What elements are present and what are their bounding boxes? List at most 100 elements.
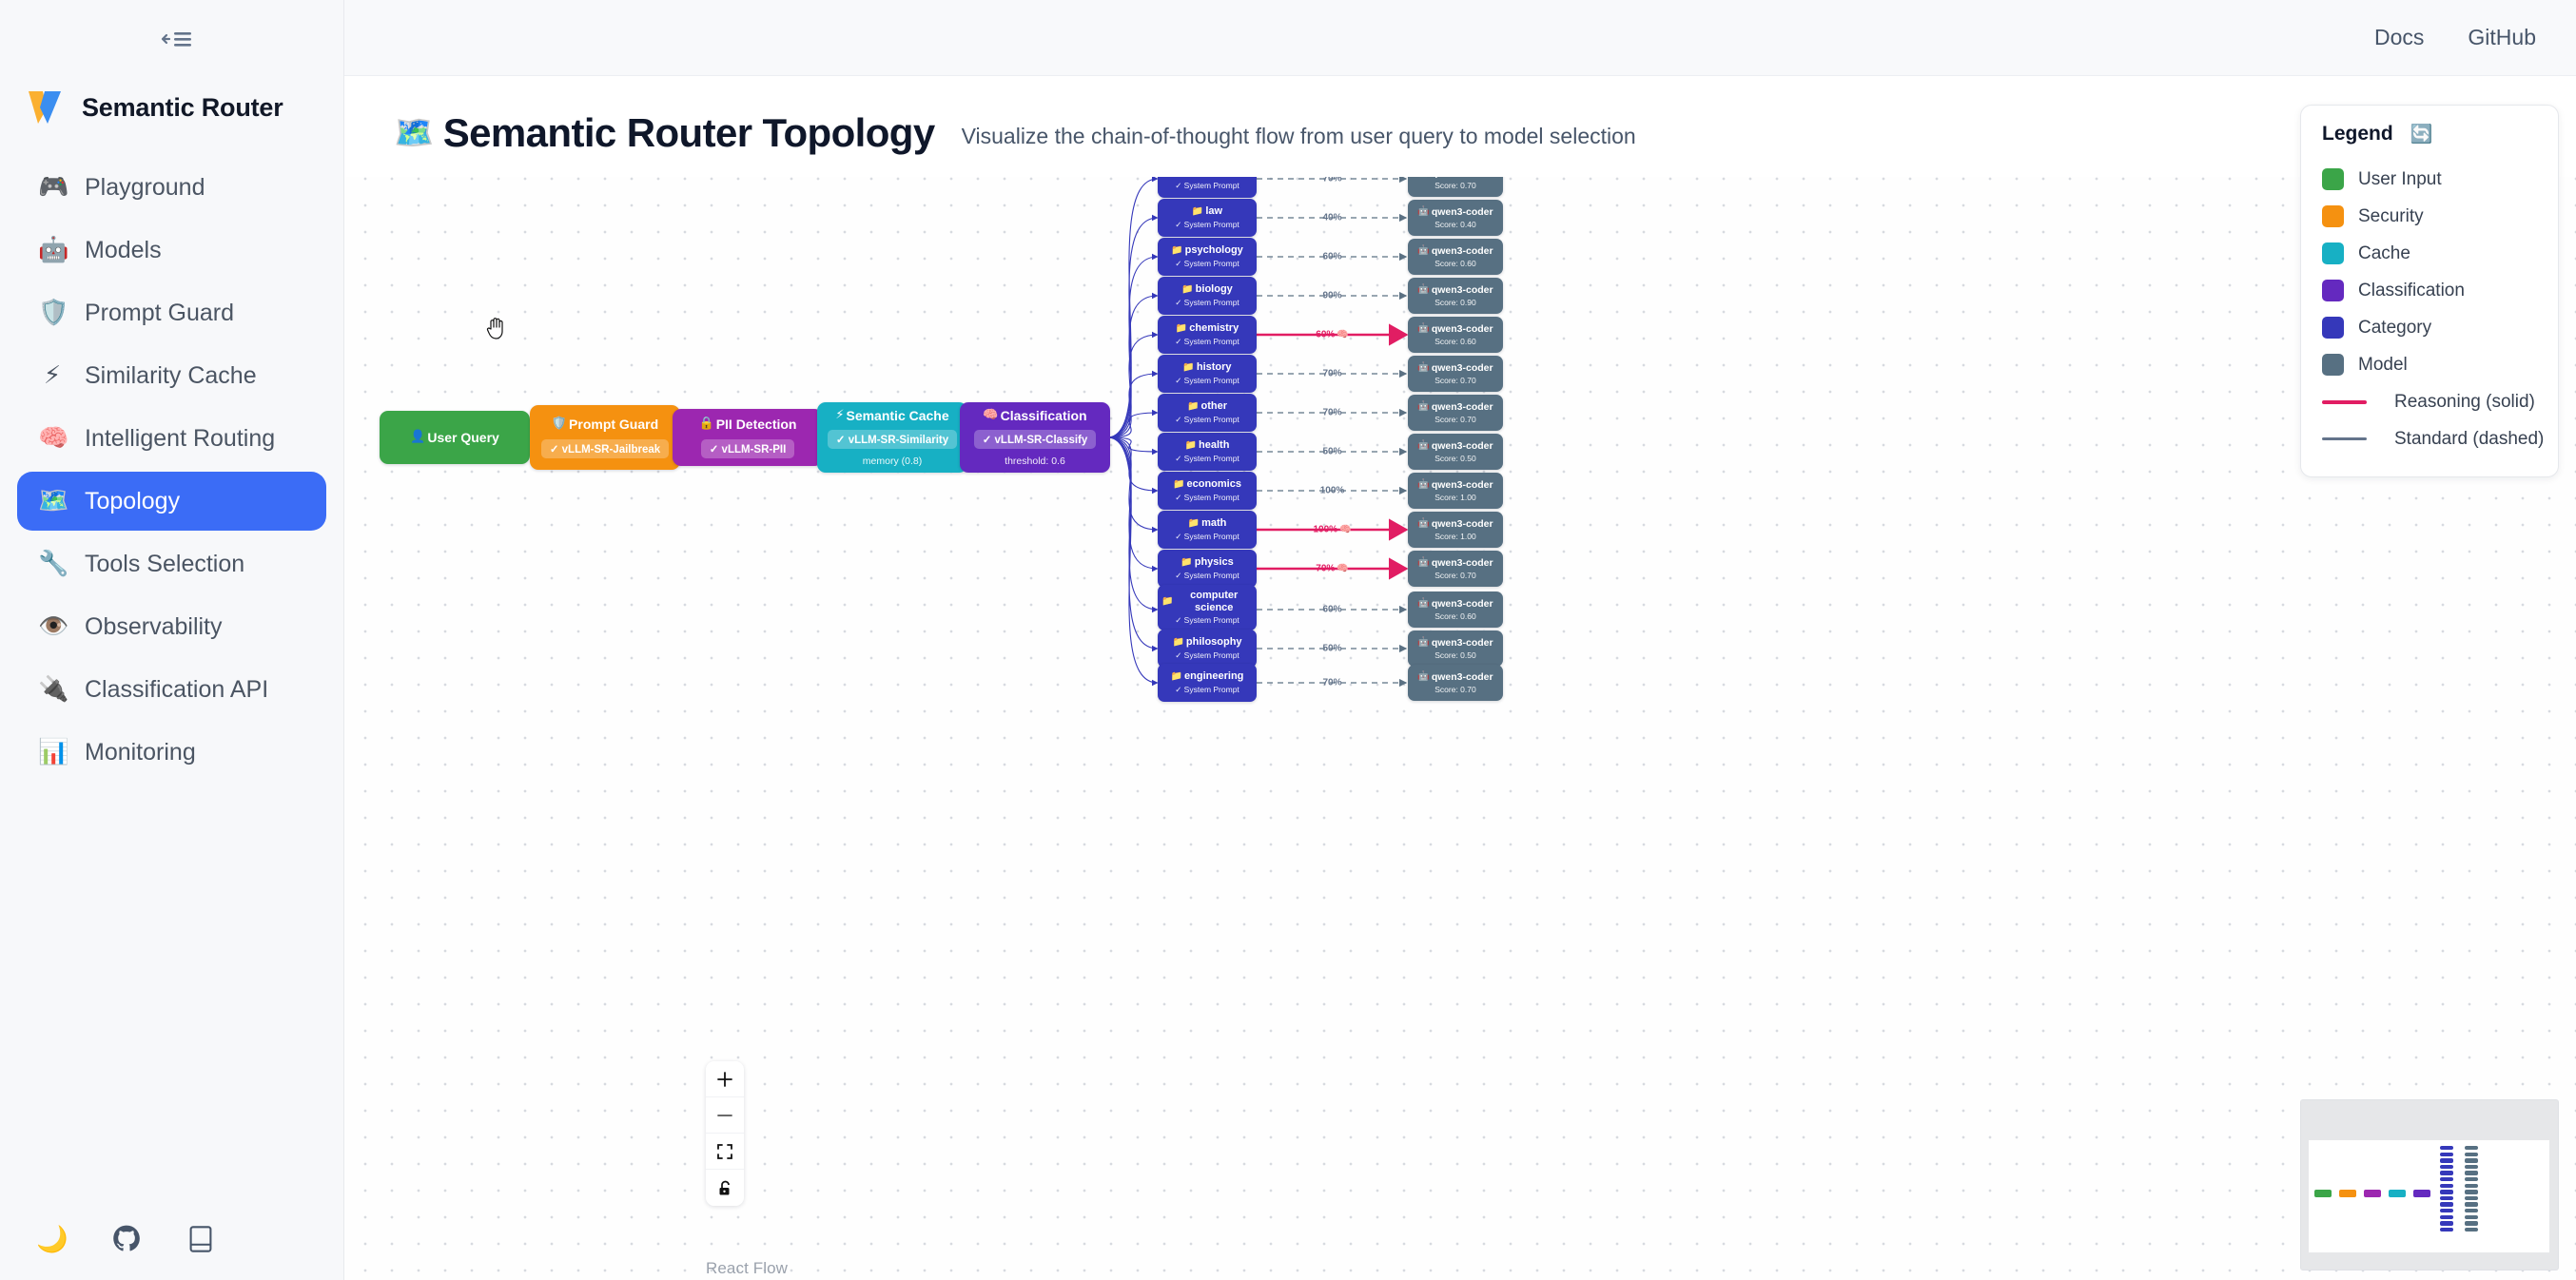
brand[interactable]: Semantic Router: [0, 78, 343, 137]
robot-icon: 🤖: [1417, 323, 1430, 335]
node-title: 📁economics: [1173, 478, 1241, 491]
minimap-node: [2440, 1164, 2453, 1170]
sidebar-item-playground[interactable]: 🎮 Playground: [17, 158, 326, 217]
refresh-icon[interactable]: 🔄: [2410, 123, 2433, 145]
model-score: Score: 0.70: [1434, 415, 1476, 425]
sidebar-item-label: Intelligent Routing: [85, 424, 276, 452]
system-prompt-label: ✓ System Prompt: [1175, 297, 1239, 307]
node-title: 📁other: [1187, 400, 1227, 413]
model-name: qwen3-coder: [1431, 361, 1493, 374]
sidebar-collapse-button[interactable]: [0, 0, 343, 78]
model-name: qwen3-coder: [1431, 244, 1493, 257]
node-category[interactable]: 📁health✓ System Prompt: [1158, 433, 1257, 471]
sidebar-item-intelligent-routing[interactable]: 🧠 Intelligent Routing: [17, 409, 326, 468]
node-category[interactable]: 📁economics✓ System Prompt: [1158, 472, 1257, 510]
node-pii-detection[interactable]: 🔒PII Detection ✓ vLLM-SR-PII: [673, 409, 823, 466]
topology-canvas[interactable]: 👤User Query 🛡️Prompt Guard ✓ vLLM-SR-Jai…: [344, 76, 2576, 1280]
node-title: 🤖qwen3-coder: [1417, 206, 1493, 218]
top-bar: Docs GitHub: [344, 0, 2576, 76]
model-name: qwen3-coder: [1431, 597, 1493, 610]
lightning-icon: ⚡: [43, 361, 62, 390]
node-title: 🤖qwen3-coder: [1417, 401, 1493, 413]
node-category[interactable]: 📁math✓ System Prompt: [1158, 511, 1257, 549]
docs-link[interactable]: Docs: [2374, 25, 2425, 49]
legend-label: Model: [2358, 354, 2408, 375]
folder-icon: 📁: [1161, 595, 1174, 607]
docs-book-icon[interactable]: [185, 1223, 217, 1255]
zoom-in-button[interactable]: [706, 1061, 744, 1097]
sidebar-item-label: Tools Selection: [85, 550, 245, 577]
sidebar-item-models[interactable]: 🤖 Models: [17, 221, 326, 280]
sidebar-item-classification-api[interactable]: 🔌 Classification API: [17, 660, 326, 719]
sidebar-item-similarity-cache[interactable]: ⚡ Similarity Cache: [17, 346, 326, 405]
main-area: Docs GitHub: [344, 0, 2576, 1280]
sidebar-item-prompt-guard[interactable]: 🛡️ Prompt Guard: [17, 283, 326, 342]
legend-color-swatch: [2322, 317, 2344, 339]
dark-mode-toggle-icon[interactable]: 🌙: [36, 1225, 68, 1254]
react-flow-viewport: 👤User Query 🛡️Prompt Guard ✓ vLLM-SR-Jai…: [344, 76, 2576, 1280]
github-link[interactable]: GitHub: [2468, 25, 2536, 49]
sidebar-item-observability[interactable]: 👁️ Observability: [17, 597, 326, 656]
classification-fanout-edges: [1106, 175, 1159, 687]
zoom-out-button[interactable]: [706, 1097, 744, 1134]
sidebar-item-label: Observability: [85, 612, 223, 640]
semantic-router-logo-icon: [27, 89, 65, 126]
category-name: law: [1205, 205, 1223, 218]
node-prompt-guard[interactable]: 🛡️Prompt Guard ✓ vLLM-SR-Jailbreak: [530, 405, 680, 470]
node-category[interactable]: 📁psychology✓ System Prompt: [1158, 238, 1257, 276]
model-score: Score: 0.90: [1434, 298, 1476, 308]
folder-icon: 📁: [1173, 478, 1185, 490]
model-score: Score: 0.60: [1434, 259, 1476, 269]
sidebar-item-monitoring[interactable]: 📊 Monitoring: [17, 723, 326, 782]
node-semantic-cache[interactable]: ⚡Semantic Cache ✓ vLLM-SR-Similarity mem…: [817, 402, 967, 473]
minimap-node: [2440, 1158, 2453, 1163]
node-category[interactable]: 📁philosophy✓ System Prompt: [1158, 630, 1257, 668]
minimap-node: [2364, 1190, 2381, 1197]
map-icon: 🗺️: [38, 487, 69, 515]
node-category[interactable]: 📁biology✓ System Prompt: [1158, 277, 1257, 315]
category-model-edges: [1257, 174, 1409, 688]
category-name: math: [1201, 517, 1227, 530]
node-user-query[interactable]: 👤User Query: [380, 411, 530, 464]
node-classification[interactable]: 🧠Classification ✓ vLLM-SR-Classify thres…: [960, 402, 1110, 473]
node-category[interactable]: 📁other✓ System Prompt: [1158, 394, 1257, 432]
github-icon[interactable]: [110, 1223, 143, 1255]
node-title: 📁psychology: [1171, 244, 1243, 257]
node-category[interactable]: 📁physics✓ System Prompt: [1158, 550, 1257, 588]
node-category[interactable]: 📁history✓ System Prompt: [1158, 355, 1257, 393]
node-category[interactable]: 📁computer science✓ System Prompt: [1158, 585, 1257, 631]
legend-color-swatch: [2322, 168, 2344, 190]
sidebar-nav: 🎮 Playground 🤖 Models 🛡️ Prompt Guard ⚡ …: [0, 158, 343, 782]
brand-name: Semantic Router: [82, 92, 283, 122]
legend-header: Legend 🔄: [2322, 123, 2537, 145]
lock-toggle-button[interactable]: [706, 1170, 744, 1206]
sidebar-item-topology[interactable]: 🗺️ Topology: [17, 472, 326, 531]
node-category[interactable]: 📁engineering✓ System Prompt: [1158, 664, 1257, 702]
node-title: 📁math: [1188, 517, 1227, 530]
node-category[interactable]: 📁chemistry✓ System Prompt: [1158, 316, 1257, 354]
sidebar-item-label: Similarity Cache: [85, 361, 257, 389]
robot-icon: 🤖: [1417, 362, 1430, 374]
minimap-panel[interactable]: [2300, 1099, 2559, 1270]
fit-view-button[interactable]: [706, 1134, 744, 1170]
legend-line-sample: [2322, 437, 2367, 440]
system-prompt-label: ✓ System Prompt: [1175, 453, 1239, 463]
edge-layer: [530, 174, 1409, 688]
robot-icon: 🤖: [1417, 557, 1430, 569]
react-flow-attribution[interactable]: React Flow: [706, 1259, 789, 1277]
node-category[interactable]: 📁law✓ System Prompt: [1158, 199, 1257, 237]
sidebar-item-tools-selection[interactable]: 🔧 Tools Selection: [17, 534, 326, 593]
